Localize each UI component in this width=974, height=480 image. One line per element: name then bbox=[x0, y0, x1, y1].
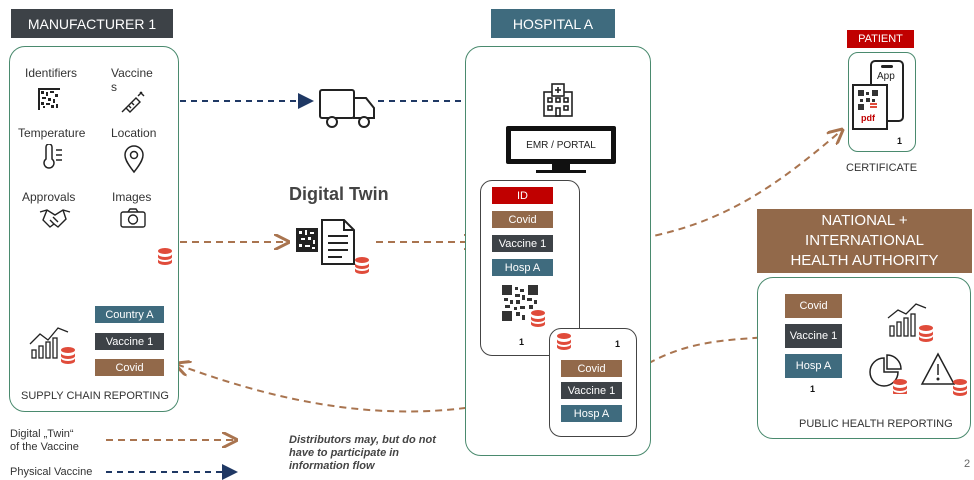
public-health-reporting: PUBLIC HEALTH REPORTING bbox=[799, 418, 953, 430]
record-tag-vaccine: Vaccine 1 bbox=[492, 235, 553, 252]
pdf-label: pdf bbox=[861, 113, 875, 123]
sub-database-icon bbox=[557, 333, 571, 350]
handshake-icon bbox=[39, 209, 71, 228]
sub-number: 1 bbox=[615, 339, 621, 349]
tag-covid: Covid bbox=[95, 359, 164, 376]
authority-tag-hosp-text: Hosp A bbox=[795, 360, 832, 372]
authority-tag-covid: Covid bbox=[785, 294, 842, 318]
syringe-icon bbox=[121, 91, 145, 113]
authority-title: NATIONAL + INTERNATIONAL HEALTH AUTHORIT… bbox=[790, 212, 939, 269]
manufacturer-header: MANUFACTURER 1 bbox=[11, 9, 173, 38]
sub-tag-covid: Covid bbox=[561, 360, 622, 377]
distributors-note: Distributors may, but do not have to par… bbox=[289, 434, 436, 472]
location-label: Location bbox=[111, 126, 157, 140]
sub-tag-hosp: Hosp A bbox=[561, 405, 622, 422]
digital-twin-title: Digital Twin bbox=[289, 184, 389, 204]
vaccines-label: Vaccine s bbox=[111, 66, 153, 94]
authority-tag-vaccine: Vaccine 1 bbox=[785, 324, 842, 348]
database-icon bbox=[158, 248, 172, 265]
emr-monitor: EMR / PORTAL bbox=[506, 126, 616, 164]
approvals-label: Approvals bbox=[22, 190, 76, 204]
patient-number: 1 bbox=[897, 136, 903, 146]
record-tag-covid-text: Covid bbox=[508, 213, 537, 226]
hospital-title: HOSPITAL A bbox=[512, 15, 594, 32]
record-tag-covid: Covid bbox=[492, 211, 553, 228]
authority-header: NATIONAL + INTERNATIONAL HEALTH AUTHORIT… bbox=[757, 209, 972, 273]
manufacturer-title: MANUFACTURER 1 bbox=[27, 15, 157, 32]
supply-chain-reporting: SUPPLY CHAIN REPORTING bbox=[21, 390, 169, 402]
authority-tag-vaccine-text: Vaccine 1 bbox=[789, 330, 838, 342]
analytics-chart-icon bbox=[29, 327, 75, 364]
emr-label: EMR / PORTAL bbox=[526, 139, 596, 151]
emr-screen: EMR / PORTAL bbox=[511, 131, 611, 159]
temperature-label: Temperature bbox=[18, 126, 86, 140]
record-tag-vaccine-text: Vaccine 1 bbox=[498, 237, 547, 250]
location-pin-icon bbox=[124, 145, 144, 174]
record-tag-id: ID bbox=[492, 187, 553, 204]
warning-icon bbox=[920, 352, 967, 396]
tag-country-text: Country A bbox=[105, 308, 154, 321]
tag-vaccine-text: Vaccine 1 bbox=[105, 335, 154, 348]
authority-tag-hosp: Hosp A bbox=[785, 354, 842, 378]
sub-tag-vaccine: Vaccine 1 bbox=[561, 382, 622, 399]
phone-speaker bbox=[881, 65, 893, 68]
sub-tag-vaccine-text: Vaccine 1 bbox=[567, 384, 616, 397]
digital-arrow-patient bbox=[571, 130, 842, 247]
authority-number: 1 bbox=[810, 384, 816, 394]
patient-header: PATIENT bbox=[847, 30, 914, 48]
tag-vaccine: Vaccine 1 bbox=[95, 333, 164, 350]
app-label: App bbox=[877, 71, 895, 82]
legend-physical-label: Physical Vaccine bbox=[10, 466, 93, 478]
truck-icon bbox=[319, 89, 375, 128]
tag-country: Country A bbox=[95, 306, 164, 323]
sub-tag-covid-text: Covid bbox=[577, 362, 606, 375]
record-number: 1 bbox=[519, 337, 525, 347]
patient-title: PATIENT bbox=[858, 33, 903, 45]
monitor-base bbox=[536, 170, 586, 173]
record-tag-hosp-text: Hosp A bbox=[504, 261, 541, 274]
record-qr-code-icon bbox=[502, 285, 545, 327]
authority-tag-covid-text: Covid bbox=[799, 300, 828, 312]
monitor-stand bbox=[552, 164, 570, 170]
certificate-label: CERTIFICATE bbox=[846, 162, 918, 174]
pdf-qr-icon bbox=[858, 90, 878, 110]
digital-twin-document-icon bbox=[296, 219, 369, 274]
record-tag-id-text: ID bbox=[517, 189, 528, 202]
images-label: Images bbox=[112, 190, 152, 204]
identifiers-label: Identifiers bbox=[25, 66, 78, 80]
thermometer-icon bbox=[43, 144, 62, 169]
legend-digital-label: Digital „Twin“ of the Vaccine bbox=[10, 428, 79, 453]
manufacturer-panel bbox=[9, 46, 179, 412]
page-number: 2 bbox=[964, 458, 971, 470]
hospital-header: HOSPITAL A bbox=[491, 9, 615, 38]
record-tag-hosp: Hosp A bbox=[492, 259, 553, 276]
matrix-code-icon bbox=[38, 88, 60, 110]
authority-chart-icon bbox=[887, 303, 933, 342]
tag-covid-text: Covid bbox=[115, 361, 144, 374]
hospital-building-icon bbox=[543, 83, 573, 117]
camera-icon bbox=[120, 208, 146, 228]
sub-tag-hosp-text: Hosp A bbox=[573, 407, 610, 420]
pie-chart-icon bbox=[869, 354, 907, 394]
